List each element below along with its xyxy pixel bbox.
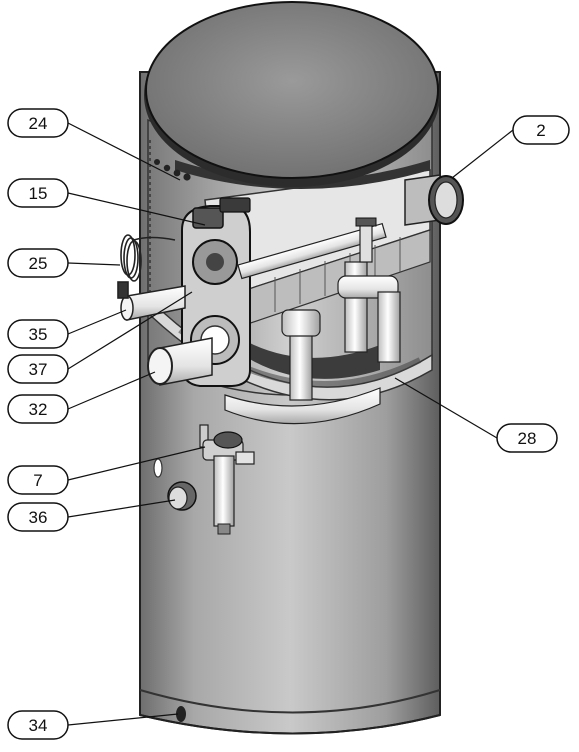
inlet-fitting <box>167 481 197 511</box>
svg-text:37: 37 <box>29 360 48 379</box>
water-piping <box>224 217 401 425</box>
svg-text:32: 32 <box>29 400 48 419</box>
callout-35: 35 <box>7 319 69 349</box>
svg-text:36: 36 <box>29 508 48 527</box>
callout-36: 36 <box>7 502 69 532</box>
side-opening <box>153 458 163 478</box>
svg-text:15: 15 <box>29 184 48 203</box>
drain-valve-assembly <box>199 424 255 535</box>
power-cord <box>117 234 176 299</box>
svg-text:35: 35 <box>29 325 48 344</box>
top-cover <box>144 1 440 187</box>
callout-37: 37 <box>7 354 69 384</box>
vent-outlet <box>147 337 213 386</box>
callout-34: 34 <box>7 710 69 740</box>
svg-text:24: 24 <box>29 114 48 133</box>
callout-28: 28 <box>496 423 558 453</box>
air-inlet-pipe <box>120 285 186 321</box>
svg-text:2: 2 <box>536 121 545 140</box>
front-ports <box>154 159 191 181</box>
svg-text:7: 7 <box>33 471 42 490</box>
callout-2: 2 <box>512 115 570 145</box>
callout-15: 15 <box>7 178 69 208</box>
callout-24: 24 <box>7 108 69 138</box>
svg-text:25: 25 <box>29 254 48 273</box>
vent-collar <box>404 174 464 226</box>
callout-32: 32 <box>7 394 69 424</box>
leader-lines <box>67 122 514 726</box>
callout-7: 7 <box>7 465 69 495</box>
svg-text:28: 28 <box>518 429 537 448</box>
drain-opening <box>176 706 186 722</box>
svg-text:34: 34 <box>29 716 48 735</box>
callout-25: 25 <box>7 248 69 278</box>
gas-valve <box>192 207 224 229</box>
